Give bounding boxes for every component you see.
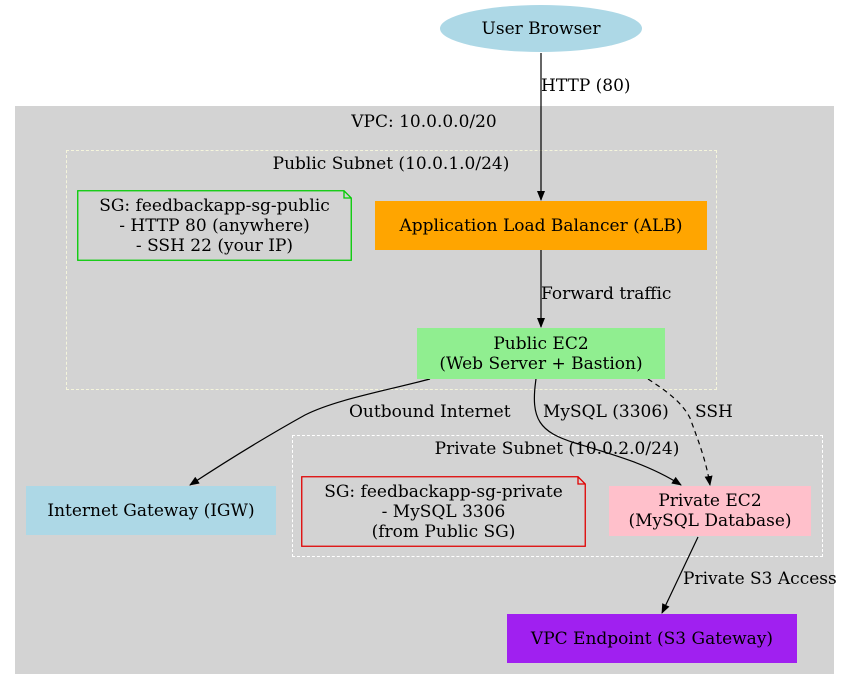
edge-label-forward: Forward traffic [541,284,672,304]
user-browser-label: User Browser [481,18,601,39]
edge-ssh [647,378,713,486]
edge-outbound [189,378,431,486]
private-ec2-node: Private EC2 (MySQL Database) [609,486,811,536]
edge-label-mysql: MySQL (3306) [543,402,669,422]
sg-private-note: SG: feedbackapp-sg-private - MySQL 3306 … [301,476,586,547]
vpc-title: VPC: 10.0.0.0/20 [351,112,497,132]
sg-public-line1: SG: feedbackapp-sg-public [99,195,330,216]
alb-label: Application Load Balancer (ALB) [399,215,683,236]
edge-label-ssh: SSH [695,402,733,422]
vpc-endpoint-node: VPC Endpoint (S3 Gateway) [507,614,797,663]
igw-label: Internet Gateway (IGW) [47,500,255,521]
edge-label-outbound: Outbound Internet [349,402,511,422]
edge-mysql [533,378,682,486]
sg-public-note-shape [77,190,352,261]
vpc-endpoint-label: VPC Endpoint (S3 Gateway) [530,628,774,649]
user-browser-node: User Browser [440,5,642,52]
public-ec2-label-line1: Public EC2 [493,333,589,354]
public-ec2-node: Public EC2 (Web Server + Bastion) [417,328,665,379]
sg-public-note: SG: feedbackapp-sg-public - HTTP 80 (any… [77,190,352,261]
public-subnet-cluster [66,150,717,390]
sg-public-line2: - HTTP 80 (anywhere) [119,215,310,236]
alb-node: Application Load Balancer (ALB) [375,201,707,250]
edge-label-http: HTTP (80) [541,76,631,96]
edge-s3 [661,536,699,614]
edge-label-s3: Private S3 Access [683,569,837,589]
igw-node: Internet Gateway (IGW) [26,486,276,535]
sg-private-line1: SG: feedbackapp-sg-private [324,481,563,502]
sg-private-line3: (from Public SG) [371,521,516,542]
private-subnet-title: Private Subnet (10.0.2.0/24) [434,439,680,459]
private-ec2-label-line2: (MySQL Database) [628,511,792,531]
public-ec2-label-line2: (Web Server + Bastion) [439,353,643,374]
sg-private-note-shape [301,476,586,547]
sg-private-line2: - MySQL 3306 [381,501,506,522]
private-ec2-label-line1: Private EC2 [658,491,762,511]
vpc-cluster [15,106,834,674]
sg-public-line3: - SSH 22 (your IP) [135,235,294,256]
public-subnet-title: Public Subnet (10.0.1.0/24) [272,154,510,174]
